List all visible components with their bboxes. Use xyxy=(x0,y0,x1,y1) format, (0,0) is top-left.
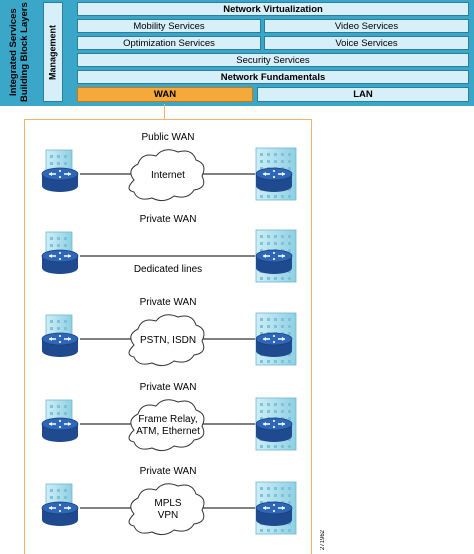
right-router-icon xyxy=(255,417,293,442)
wan-cloud-label: Internet xyxy=(151,170,185,181)
network-virtualization-layer: Network Virtualization xyxy=(77,2,469,16)
wan-cloud-icon xyxy=(128,314,205,367)
wan-line-label: Dedicated lines xyxy=(134,264,202,275)
right-router-icon xyxy=(255,332,293,357)
right-router-icon xyxy=(255,249,293,274)
wan-type-heading: Private WAN xyxy=(140,382,197,393)
wan-type-heading: Public WAN xyxy=(142,132,195,143)
wan-type-row: Private WAN PSTN, ISDN xyxy=(41,297,297,367)
wan-cloud-label: Frame Relay, xyxy=(138,414,197,425)
left-router-icon xyxy=(41,167,79,192)
wan-type-heading: Private WAN xyxy=(140,297,197,308)
wan-cloud-label: PSTN, ISDN xyxy=(140,335,196,346)
optimization-services-block: Optimization Services xyxy=(77,36,261,50)
wan-type-heading: Private WAN xyxy=(140,466,197,477)
wan-cloud-icon xyxy=(128,483,205,536)
building-block-layers-panel: Integrated Services Building Block Layer… xyxy=(0,0,474,106)
mobility-services-block: Mobility Services xyxy=(77,19,261,33)
left-router-icon xyxy=(41,501,79,526)
wan-detail-frame xyxy=(24,119,312,554)
wan-cloud-label: ATM, Ethernet xyxy=(136,426,200,437)
wan-type-row: Private WAN Dedicated lines xyxy=(41,214,297,283)
wan-cloud-label: VPN xyxy=(158,510,179,521)
right-router-icon xyxy=(255,167,293,192)
left-router-icon xyxy=(41,249,79,274)
wan-type-row: Public WAN Internet xyxy=(41,132,297,202)
wan-type-heading: Private WAN xyxy=(140,214,197,225)
voice-services-block: Voice Services xyxy=(264,36,469,50)
wan-cloud-icon xyxy=(128,399,205,452)
video-services-block: Video Services xyxy=(264,19,469,33)
wan-block: WAN xyxy=(77,87,253,102)
wan-connector-line xyxy=(164,104,165,119)
lan-block: LAN xyxy=(257,87,469,102)
wan-cloud-label: MPLS xyxy=(154,498,182,509)
right-router-icon xyxy=(255,501,293,526)
figure-id: 271962 xyxy=(320,529,326,550)
left-router-icon xyxy=(41,417,79,442)
wan-type-row: Private WAN Frame Relay,ATM, Ethernet xyxy=(41,382,297,452)
left-router-icon xyxy=(41,332,79,357)
wan-cloud-icon xyxy=(128,149,205,202)
security-services-layer: Security Services xyxy=(77,53,469,67)
network-fundamentals-layer: Network Fundamentals xyxy=(77,70,469,84)
